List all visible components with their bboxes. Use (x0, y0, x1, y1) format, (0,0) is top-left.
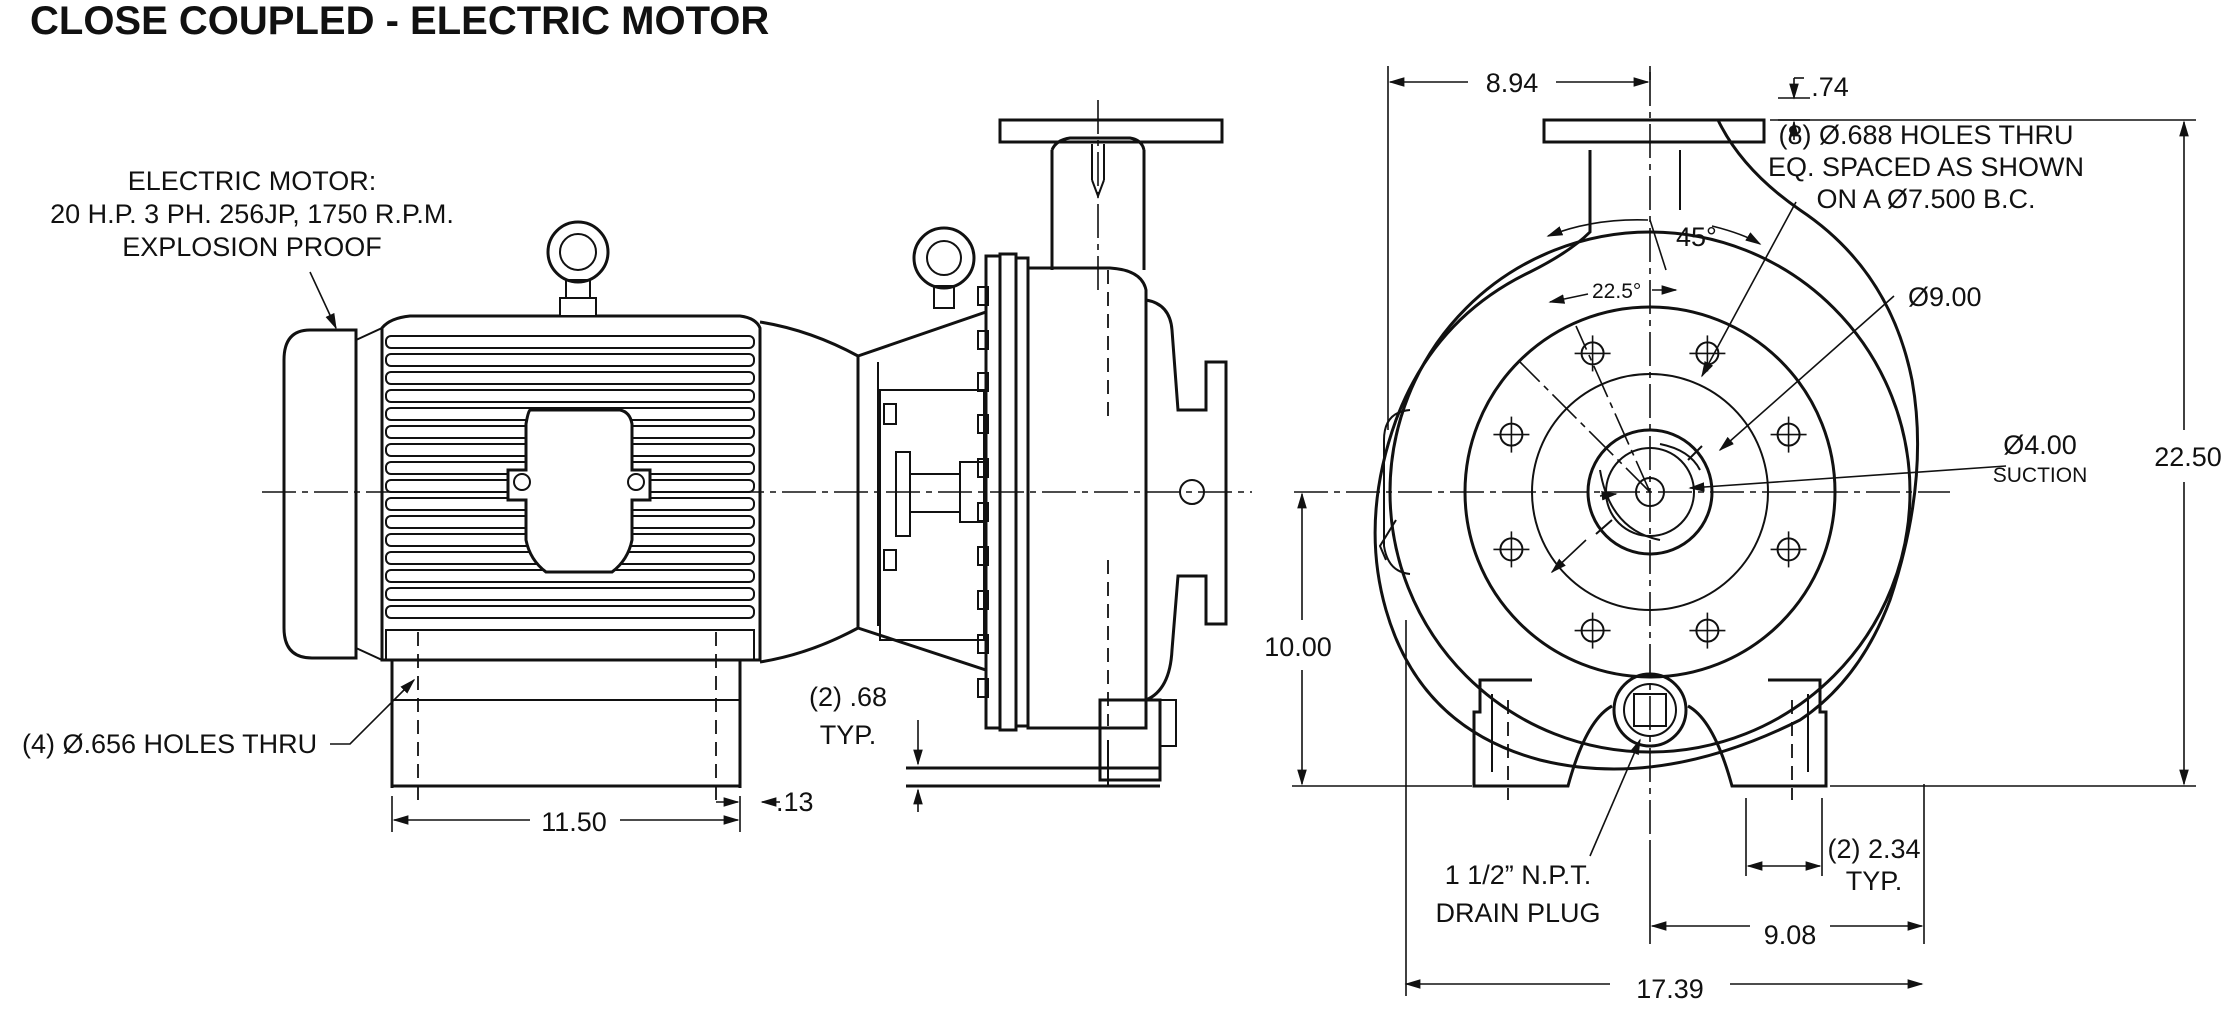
dim-11-50: 11.50 (541, 807, 607, 837)
motor-label-line3: EXPLOSION PROOF (122, 232, 382, 262)
dia-4-00: Ø4.00 (2003, 430, 2077, 460)
dim-22-50: 22.50 (2154, 442, 2222, 472)
dim-9-08: 9.08 (1764, 920, 1817, 950)
dimension-lines (309, 66, 2196, 996)
flange-bolt (977, 414, 989, 434)
angle-45: 45° (1676, 222, 1717, 252)
drain-line1: 1 1/2” N.P.T. (1445, 860, 1592, 890)
pump-front-view (1294, 72, 1950, 840)
motor-label-line2: 20 H.P. 3 PH. 256JP, 1750 R.P.M. (50, 199, 454, 229)
flange-holes-line2: EQ. SPACED AS SHOWN (1768, 152, 2084, 182)
cooling-fin (385, 353, 755, 367)
flange-bolt (977, 330, 989, 350)
page-title: CLOSE COUPLED - ELECTRIC MOTOR (30, 0, 769, 43)
dim-68-line1: (2) .68 (809, 682, 887, 712)
flange-bolt (977, 286, 989, 306)
flange-holes-line1: (8) Ø.688 HOLES THRU (1778, 120, 2073, 150)
cooling-fin (385, 389, 755, 403)
dim-10-00: 10.00 (1264, 632, 1332, 662)
cooling-fin (385, 335, 755, 349)
dim-8-94: 8.94 (1486, 68, 1539, 98)
cooling-fin (385, 371, 755, 385)
annotations: ELECTRIC MOTOR: 20 H.P. 3 PH. 256JP, 175… (22, 68, 2222, 1004)
dim-74: .74 (1811, 72, 1849, 102)
suction-label: SUCTION (1993, 464, 2088, 487)
adapter-bolt (883, 549, 897, 571)
dim-13: .13 (776, 787, 814, 817)
dim-68-line2: TYP. (820, 720, 877, 750)
cooling-fin (385, 605, 755, 619)
dim-2-34-line2: TYP. (1846, 866, 1903, 896)
dim-17-39: 17.39 (1636, 974, 1704, 1004)
flange-bolt (977, 634, 989, 654)
dim-2-34-line1: (2) 2.34 (1827, 834, 1920, 864)
mount-holes-label: (4) Ø.656 HOLES THRU (22, 729, 317, 759)
cooling-fin (385, 587, 755, 601)
motor-side-view (262, 220, 1252, 808)
flange-bolt (977, 590, 989, 610)
angle-22-5: 22.5° (1592, 280, 1641, 303)
flange-bolt (977, 678, 989, 698)
flange-bolt (977, 502, 989, 522)
dia-9-00: Ø9.00 (1908, 282, 1982, 312)
drain-line2: DRAIN PLUG (1435, 898, 1600, 928)
flange-bolt (977, 546, 989, 566)
flange-bolt (977, 372, 989, 392)
flange-holes-line3: ON A Ø7.500 B.C. (1816, 184, 2035, 214)
motor-label-line1: ELECTRIC MOTOR: (128, 166, 377, 196)
flange-bolt (977, 458, 989, 478)
adapter-bolt (883, 403, 897, 425)
pump-side-view (857, 100, 1228, 788)
